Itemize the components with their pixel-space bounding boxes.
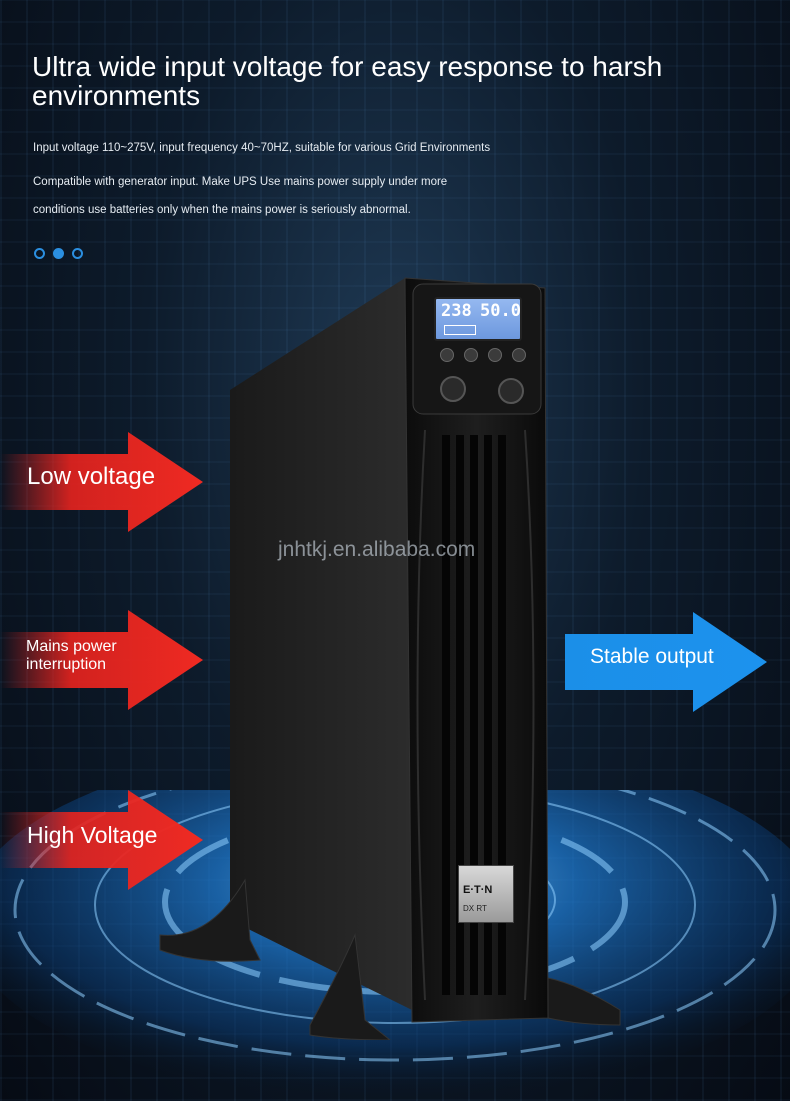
stable-output-arrow bbox=[565, 612, 767, 712]
high-voltage-arrow bbox=[0, 790, 203, 890]
description-line-3: conditions use batteries only when the m… bbox=[33, 204, 411, 216]
power-on-button[interactable] bbox=[440, 376, 466, 402]
ups-button-3[interactable] bbox=[488, 348, 502, 362]
ups-unit bbox=[159, 277, 621, 1040]
power-off-button[interactable] bbox=[498, 378, 524, 404]
carousel-dot-1[interactable] bbox=[34, 248, 45, 259]
mains-interruption-label-line-1: Mains power bbox=[26, 638, 117, 655]
brand-plate: E·T·N DX RT bbox=[458, 865, 514, 923]
model-label: DX RT bbox=[463, 904, 487, 913]
lcd-voltage: 238 bbox=[441, 301, 472, 321]
page-title: Ultra wide input voltage for easy respon… bbox=[32, 51, 663, 111]
carousel-dot-2[interactable] bbox=[53, 248, 64, 259]
lcd-screen: 238 50.0 bbox=[434, 297, 522, 341]
description-line-2: Compatible with generator input. Make UP… bbox=[33, 176, 448, 188]
ups-button-1[interactable] bbox=[440, 348, 454, 362]
carousel-dots bbox=[34, 248, 83, 259]
brand-logo: E·T·N bbox=[463, 884, 493, 896]
high-voltage-label: High Voltage bbox=[27, 822, 158, 848]
mains-interruption-label-line-2: interruption bbox=[26, 656, 107, 673]
ups-control-buttons bbox=[440, 348, 526, 362]
low-voltage-label: Low voltage bbox=[27, 463, 156, 490]
description-line-1: Input voltage 110~275V, input frequency … bbox=[33, 142, 491, 154]
low-voltage-arrow bbox=[0, 432, 203, 532]
lcd-battery-icon bbox=[444, 325, 476, 335]
lcd-frequency: 50.0 bbox=[480, 301, 521, 321]
ups-button-4[interactable] bbox=[512, 348, 526, 362]
stable-output-label: Stable output bbox=[590, 645, 714, 668]
carousel-dot-3[interactable] bbox=[72, 248, 83, 259]
watermark: jnhtkj.en.alibaba.com bbox=[278, 538, 476, 561]
ups-button-2[interactable] bbox=[464, 348, 478, 362]
mains-interruption-arrow bbox=[0, 610, 203, 710]
